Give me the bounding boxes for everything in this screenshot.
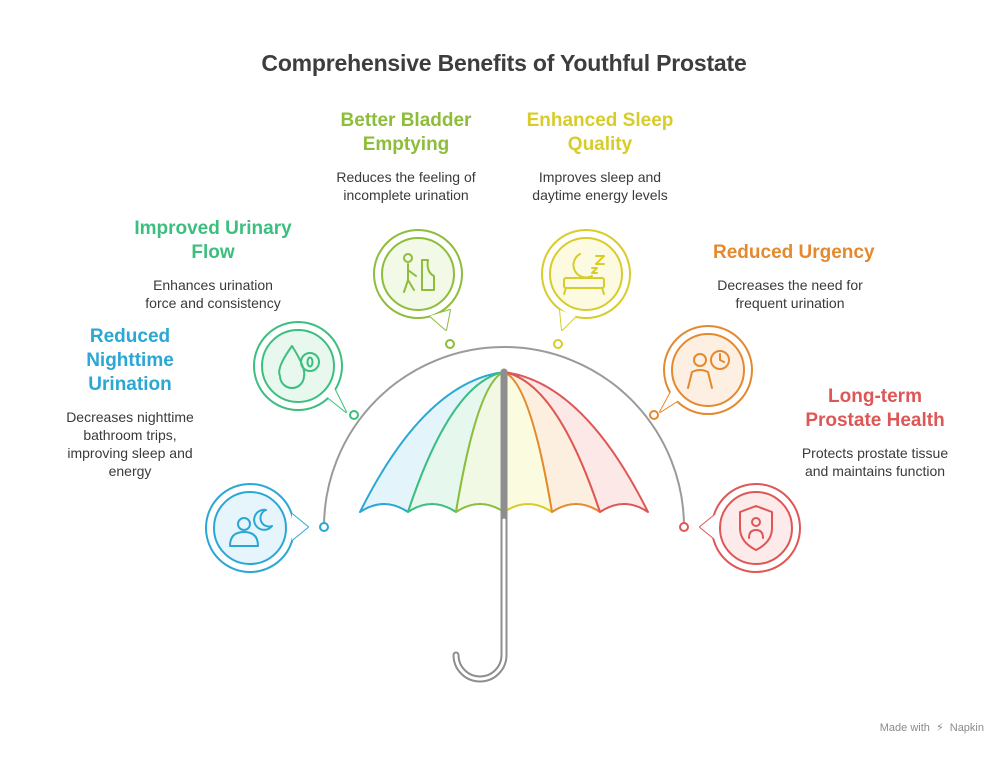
benefit-heading-bladder: Better Bladder Emptying: [340, 110, 472, 155]
benefit-bubbles: [205, 229, 801, 573]
sleep-moon-icon: [563, 253, 605, 295]
umbrella-handle-inner: [454, 518, 506, 681]
arc-dot: [319, 522, 329, 532]
credit-brand: Napkin: [949, 722, 984, 734]
benefit-heading-urinary-flow: Improved Urinary Flow: [134, 218, 292, 263]
benefit-heading-sleep: Enhanced Sleep Quality: [526, 110, 674, 155]
arc-dot: [349, 410, 359, 420]
benefit-desc-urinary-flow: Enhances urination force and consistency: [145, 277, 281, 311]
credit-made-with: Made with: [879, 722, 930, 734]
person-clock-bubble: [659, 325, 753, 415]
sleep-moon-bubble: [541, 229, 631, 331]
arc-dot: [649, 410, 659, 420]
arc-connector-dots: [319, 339, 689, 532]
benefit-heading-urgency: Reduced Urgency: [713, 242, 875, 263]
benefit-desc-urgency: Decreases the need for frequent urinatio…: [717, 277, 863, 311]
benefit-desc-sleep: Improves sleep and daytime energy levels: [532, 169, 668, 203]
person-moon-bubble: [205, 483, 309, 573]
water-drop-icon: [278, 345, 320, 389]
bladder-person-bubble: [373, 229, 463, 331]
benefit-heading-prostate-health: Long-term Prostate Health: [805, 386, 945, 431]
arc-dot: [445, 339, 455, 349]
umbrella-canopy: [359, 371, 649, 513]
shield-person-icon: [739, 505, 773, 551]
benefit-desc-nighttime: Decreases nighttime bathroom trips, impr…: [66, 409, 194, 479]
benefit-heading-nighttime: Reduced Nighttime Urination: [86, 326, 174, 395]
benefit-desc-prostate-health: Protects prostate tissue and maintains f…: [801, 445, 949, 479]
bladder-person-icon: [403, 253, 435, 293]
water-drop-bubble: [253, 321, 347, 413]
benefit-desc-bladder: Reduces the feeling of incomplete urinat…: [336, 169, 476, 203]
person-moon-icon: [229, 508, 273, 547]
canopy-panel: [503, 371, 649, 513]
shield-person-bubble: [699, 483, 801, 573]
napkin-credit: Made with ⚡ Napkin: [880, 721, 984, 734]
person-clock-icon: [687, 350, 730, 389]
page-title: Comprehensive Benefits of Youthful Prost…: [261, 50, 747, 76]
outer-arc: [323, 346, 685, 528]
arc-dot: [679, 522, 689, 532]
arc-dot: [553, 339, 563, 349]
napkin-logo-icon: ⚡: [935, 722, 944, 734]
